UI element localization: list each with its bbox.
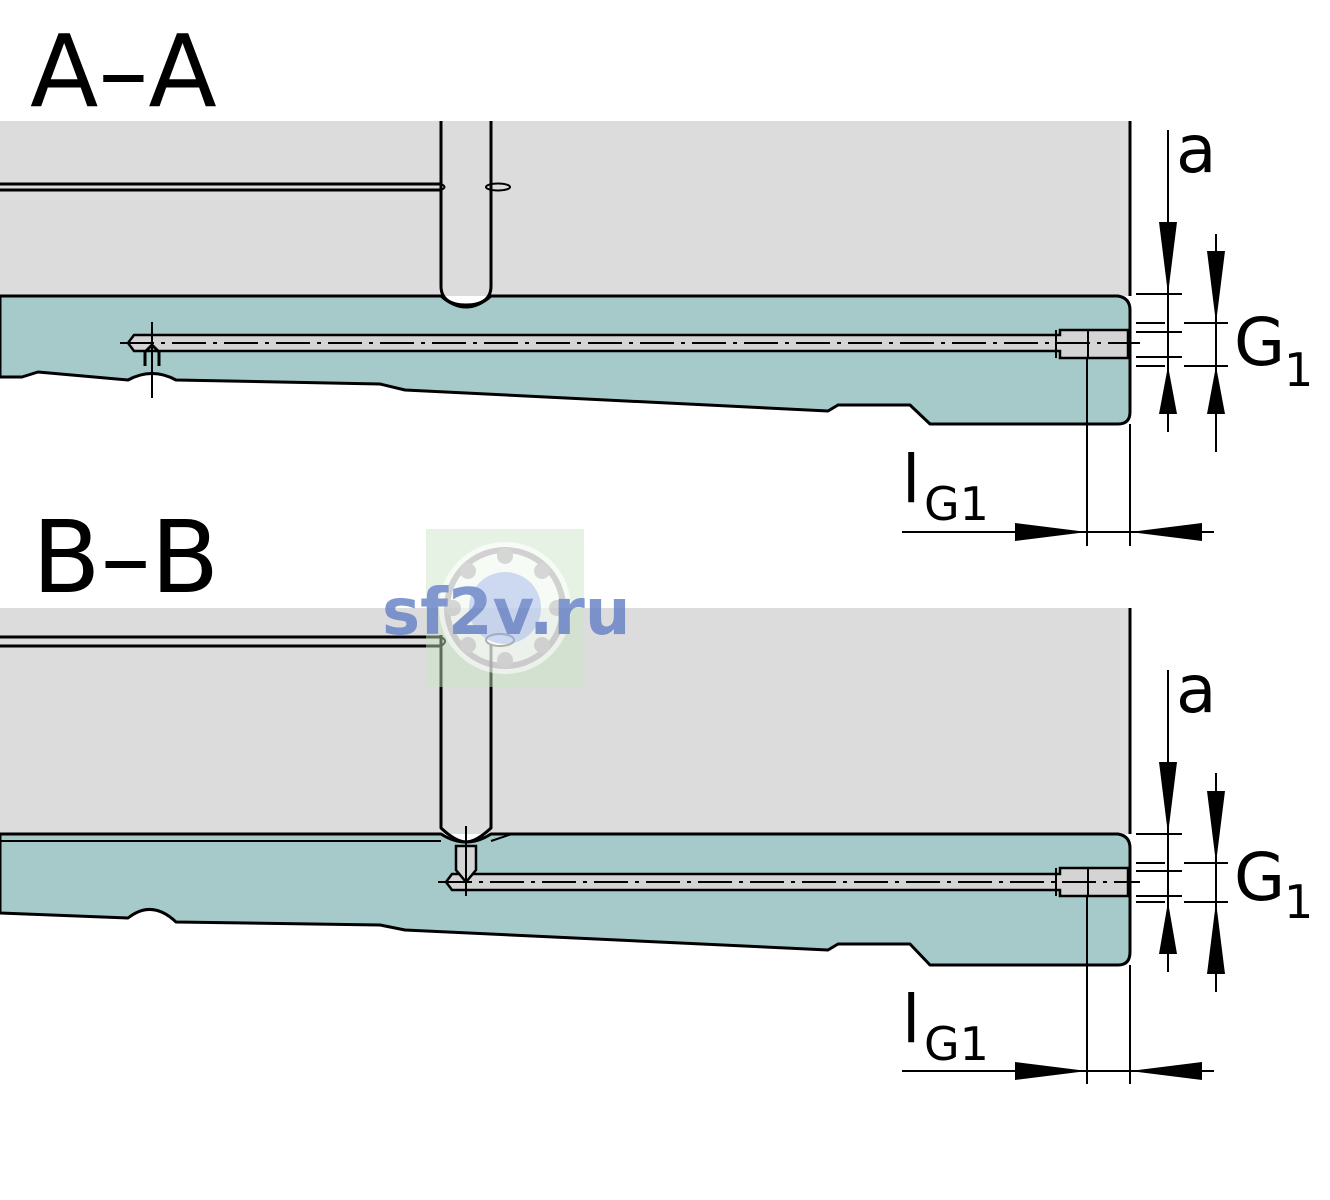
dimension-g1-b: G 1 [1184,773,1313,992]
section-a-a: A–A [0,13,1313,546]
bearing-logo-icon [439,542,571,674]
carriage-body-b [0,608,1132,844]
watermark-text: sf2v.ru [382,576,630,650]
end-piece-b [0,826,1140,967]
dimension-a-label: a [1176,651,1216,728]
section-b-b: B–B [0,499,1313,1084]
dimension-g1-sub: 1 [1284,875,1313,929]
dimension-lg1-a: l G1 [902,358,1214,546]
dimension-g1-main: G [1234,304,1285,381]
dimension-g1-main: G [1234,839,1285,916]
section-a-a-title: A–A [30,13,217,130]
dimension-lg1-sub: G1 [924,477,989,531]
watermark: sf2v.ru [382,529,630,687]
dimension-lg1-main: l [902,441,920,518]
dimension-lg1-b: l G1 [902,896,1214,1084]
dimension-g1-a: G 1 [1184,234,1313,452]
dimension-a-b: a [1136,651,1216,972]
end-piece-a [0,294,1140,426]
dimension-g1-sub: 1 [1284,343,1313,397]
dimension-lg1-main: l [902,981,920,1058]
section-b-b-title: B–B [32,499,219,616]
dimension-lg1-sub: G1 [924,1017,989,1071]
dimension-a-a: a [1136,111,1216,432]
carriage-body-a [0,121,1132,307]
dimension-a-label: a [1176,111,1216,188]
